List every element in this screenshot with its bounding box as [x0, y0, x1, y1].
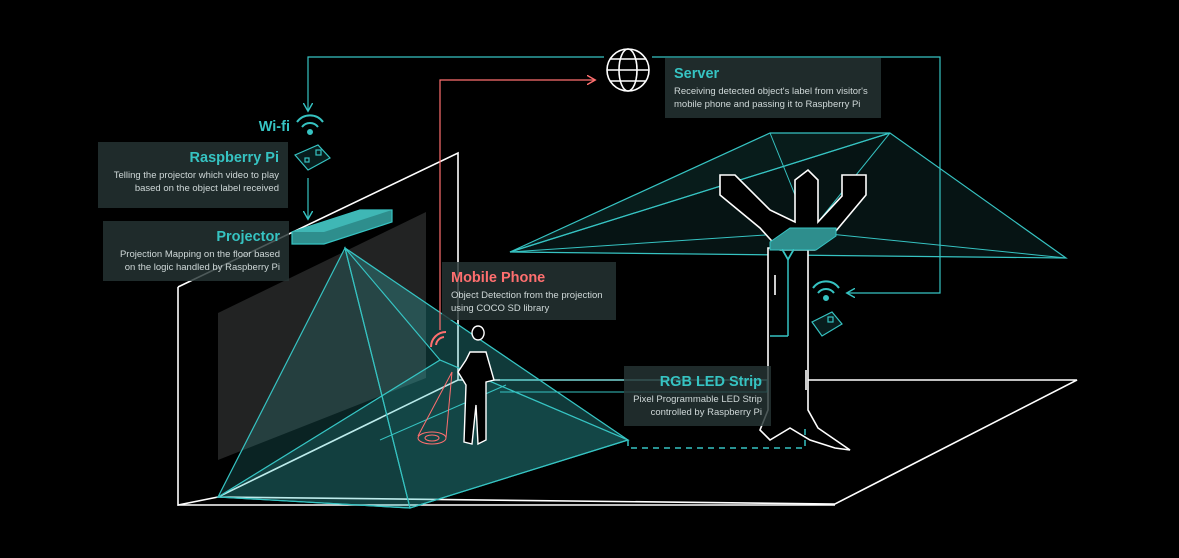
wifi-icon-tree [812, 280, 840, 301]
projector-desc-2: on the logic handled by Raspberry Pi [124, 261, 280, 273]
floor [217, 379, 1078, 505]
raspberry-pi-label: Raspberry Pi Telling the projector which… [98, 142, 288, 208]
projector-desc-1: Projection Mapping on the floor based [119, 249, 280, 260]
tree-projector-icon [769, 227, 837, 251]
projector-icon [291, 209, 393, 245]
rgb-led-strip-desc-1: Pixel Programmable LED Strip [633, 394, 762, 405]
mobile-phone-title: Mobile Phone [451, 270, 546, 286]
projector-title: Projector [216, 229, 280, 245]
rgb-led-strip-title: RGB LED Strip [659, 374, 762, 390]
phone-camera-cone [417, 371, 453, 445]
mobile-phone-desc-2: using COCO SD library [451, 302, 550, 314]
rgb-led-strip-label: RGB LED Strip Pixel Programmable LED Str… [624, 366, 771, 426]
wifi-icon [296, 114, 324, 135]
mobile-phone-desc-1: Object Detection from the projection [451, 290, 603, 301]
left-wall-front-edge [177, 287, 219, 506]
person-icon [457, 325, 495, 446]
raspberry-pi-board-icon [294, 144, 331, 171]
connections [308, 56, 941, 330]
projector-label: Projector Projection Mapping on the floo… [103, 221, 289, 281]
canopy-projection [509, 132, 1068, 259]
server-label: Server Receiving detected object's label… [665, 58, 881, 118]
wall-screen [218, 212, 426, 460]
phone-signal-icon [430, 331, 447, 348]
server-desc-1: Receiving detected object's label from v… [674, 86, 868, 97]
projection-cone [216, 246, 630, 509]
globe-icon [606, 48, 650, 92]
server-title: Server [674, 66, 720, 82]
raspberry-pi-board-icon-tree [811, 311, 843, 337]
mobile-phone-label: Mobile Phone Object Detection from the p… [442, 262, 616, 320]
raspberry-pi-desc-1: Telling the projector which video to pla… [113, 170, 279, 181]
wifi-label: Wi-fi [258, 119, 290, 135]
raspberry-pi-desc-2: based on the object label received [134, 182, 279, 194]
server-desc-2: mobile phone and passing it to Raspberry… [674, 98, 861, 110]
rgb-led-strip-desc-2: controlled by Raspberry Pi [650, 406, 762, 418]
raspberry-pi-title: Raspberry Pi [189, 150, 279, 166]
led-strip [627, 258, 806, 449]
